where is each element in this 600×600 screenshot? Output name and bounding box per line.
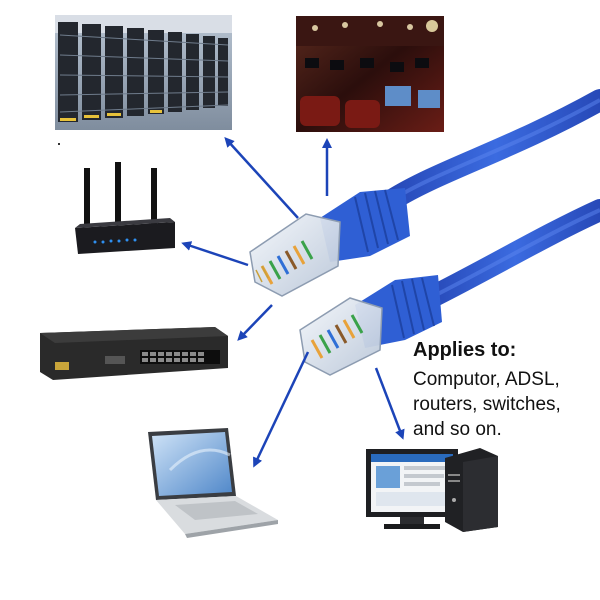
caption-line-1: Computor, ADSL, [413, 369, 560, 390]
laptop [148, 428, 278, 538]
caption-line-3: and so on. [413, 419, 502, 440]
arrow-to-switch [237, 304, 273, 341]
ethernet-cables [381, 89, 600, 309]
server-racks-photo [55, 15, 232, 130]
caption-line-2: routers, switches, [413, 394, 561, 415]
wifi-router [75, 162, 175, 254]
stray-dot [58, 143, 60, 145]
internet-cafe-photo [296, 16, 444, 132]
caption-title: Applies to: [413, 339, 517, 361]
applies-to-caption: Applies to: Computor, ADSL, routers, swi… [413, 338, 598, 442]
connection-arrows [181, 137, 405, 468]
arrow-to-router [181, 241, 249, 267]
ethernet-plug-lower [299, 275, 442, 376]
ethernet-plug-upper [249, 188, 410, 297]
arrow-to-server-racks [224, 137, 299, 219]
arrow-to-laptop [253, 351, 310, 468]
desktop-computer [366, 448, 498, 532]
network-switch [40, 327, 228, 380]
arrow-to-desktop [374, 367, 405, 440]
